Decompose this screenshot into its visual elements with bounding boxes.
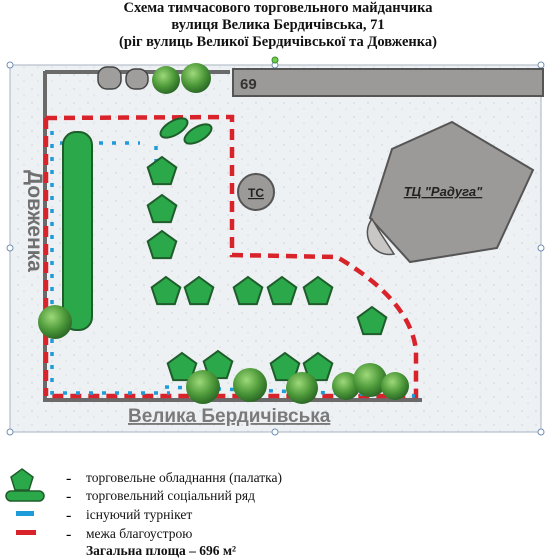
title-line-1: Схема тимчасового торговельного майданчи…: [123, 0, 433, 16]
kiosk-pill: [97, 66, 122, 90]
tent-pentagon: [146, 193, 178, 224]
kiosk-pill: [125, 68, 149, 90]
tc-raduga-label: ТЦ "Радуга": [404, 184, 483, 199]
social-trade-row: [62, 131, 93, 331]
legend-dash: -: [66, 507, 72, 524]
legend-label-tent: торговельне обладнання (палатка): [86, 470, 283, 485]
tent-pentagon: [146, 155, 178, 186]
building-69: [232, 68, 544, 97]
legend-dash: -: [66, 488, 72, 505]
legend-blue-dash-icon: [16, 511, 34, 516]
tent-pentagon: [146, 229, 178, 260]
tent-pentagon: [150, 275, 182, 306]
street-label-dovzhenka: Довженка: [23, 170, 46, 272]
tent-pentagon: [166, 351, 198, 382]
rotate-handle[interactable]: [271, 56, 279, 64]
legend-label-turnstile: існуючий турнікет: [86, 507, 193, 522]
legend-pentagon-icon: [10, 468, 34, 491]
title-line-2: вулиця Велика Бердичівська, 71: [171, 17, 385, 33]
tent-pentagon: [356, 305, 388, 336]
legend-green-bar-icon: [5, 490, 45, 502]
ts-label: ТС: [248, 186, 264, 200]
frame-handles[interactable]: [6, 61, 545, 436]
tent-pentagon: [183, 275, 215, 306]
landscaping-boundary: [45, 114, 419, 399]
site-map: 69 ТЦ "Радуга" ТС Довженк: [6, 56, 545, 436]
tent-pentagon: [202, 349, 234, 380]
total-area: Загальна площа – 696 м²: [86, 543, 237, 558]
street-label-velyka-berdychivska: Велика Бердичівська: [128, 406, 331, 427]
building-69-label: 69: [240, 76, 257, 93]
legend-red-dash-icon: [16, 530, 36, 535]
legend: - торговельне обладнання (палатка) - тор…: [0, 464, 556, 560]
tent-pentagon: [266, 275, 298, 306]
title-line-3: (ріг вулиць Великої Бердичівської та Дов…: [119, 34, 437, 50]
tent-pentagon: [302, 351, 334, 382]
trade-oval: [159, 117, 213, 145]
tree-cluster: [38, 305, 409, 404]
tent-pentagon: [302, 275, 334, 306]
tree: [152, 63, 211, 94]
tc-entrance: [366, 217, 396, 256]
tent-pentagon: [269, 351, 301, 382]
ts-transformer: [237, 173, 275, 211]
tent-pentagon: [232, 275, 264, 306]
legend-dash: -: [66, 526, 72, 543]
legend-label-boundary: межа благоустрою: [86, 526, 193, 541]
tc-raduga-building: [368, 120, 535, 264]
legend-label-social-row: торговельний соціальний ряд: [86, 488, 256, 503]
page-title: Схема тимчасового торговельного майданчи…: [0, 0, 556, 51]
legend-dash: -: [66, 470, 72, 487]
tent-pentagons: [146, 155, 388, 382]
